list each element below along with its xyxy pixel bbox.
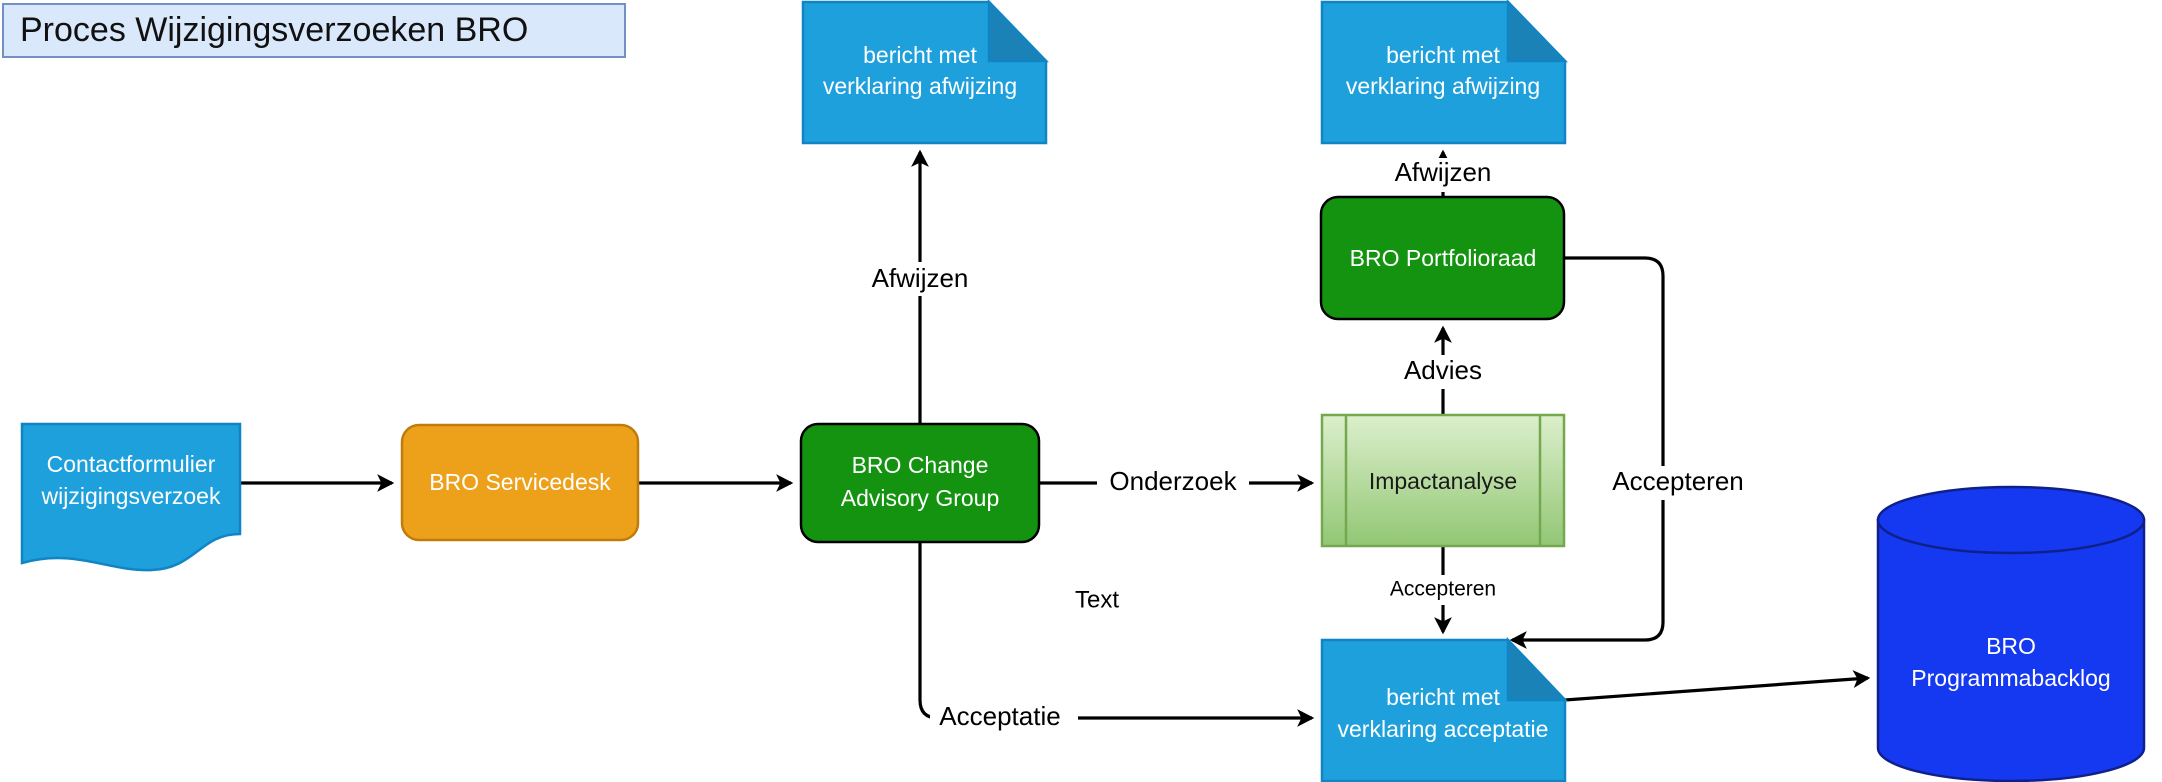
edge-label-accepteren-impactanalyse: Accepteren	[1390, 578, 1496, 601]
node-label-contactformulier-line2: wijzigingsverzoek	[41, 483, 221, 509]
node-label-cag-line2: Advisory Group	[841, 485, 1000, 511]
node-portfolioraad[interactable]: BRO Portfolioraad	[1319, 195, 1566, 321]
edge-portfolioraad-to-acceptatie: Accepteren	[1509, 256, 1760, 649]
edge-impactanalyse-to-portfolioraad: Advies	[1392, 325, 1494, 415]
node-bericht-afwijzing-portfolioraad[interactable]: bericht met verklaring afwijzing	[1320, 0, 1568, 145]
node-label-acceptatie-line2: verklaring acceptatie	[1338, 716, 1549, 742]
stray-text-label: Text	[1075, 586, 1119, 613]
node-servicedesk[interactable]: BRO Servicedesk	[400, 423, 640, 542]
node-label-portfolioraad: BRO Portfolioraad	[1350, 245, 1537, 271]
free-label-stray-text[interactable]: Text	[1075, 586, 1119, 613]
node-label-afwijzing-portfolioraad-line1: bericht met	[1386, 42, 1500, 68]
node-contactformulier[interactable]: Contactformulier wijzigingsverzoek	[20, 422, 242, 572]
edge-acceptatie-to-backlog	[1564, 670, 1871, 702]
node-label-cag-line1: BRO Change	[852, 452, 989, 478]
node-change-advisory-group[interactable]: BRO Change Advisory Group	[799, 422, 1041, 544]
page-title: Proces Wijzigingsverzoeken BRO	[20, 11, 529, 49]
edge-label-advies: Advies	[1404, 355, 1482, 385]
edge-label-accepteren-portfolioraad: Accepteren	[1612, 466, 1744, 496]
edge-label-onderzoek: Onderzoek	[1109, 466, 1237, 496]
node-bericht-acceptatie[interactable]: bericht met verklaring acceptatie	[1320, 636, 1568, 782]
node-bericht-afwijzing-cag[interactable]: bericht met verklaring afwijzing	[801, 0, 1049, 145]
edge-label-afwijzen-portfolioraad: Afwijzen	[1395, 157, 1492, 187]
node-label-backlog-line2: Programmabacklog	[1911, 665, 2110, 691]
edge-label-afwijzen-cag: Afwijzen	[872, 263, 969, 293]
node-label-servicedesk: BRO Servicedesk	[429, 469, 611, 495]
node-impactanalyse[interactable]: Impactanalyse	[1320, 413, 1566, 548]
node-label-acceptatie-line1: bericht met	[1386, 684, 1500, 710]
edge-impactanalyse-to-acceptatie: Accepteren	[1378, 546, 1510, 635]
node-label-contactformulier-line1: Contactformulier	[47, 451, 216, 477]
node-label-afwijzing-cag-line2: verklaring afwijzing	[823, 73, 1017, 99]
node-programmabacklog[interactable]: BRO Programmabacklog	[1876, 485, 2146, 782]
node-label-afwijzing-portfolioraad-line2: verklaring afwijzing	[1346, 73, 1540, 99]
edge-cag-to-impactanalyse: Onderzoek	[1039, 466, 1315, 500]
edge-cag-to-acceptatie: Acceptatie	[918, 542, 1315, 735]
node-label-impactanalyse: Impactanalyse	[1369, 468, 1517, 494]
node-label-backlog-line1: BRO	[1986, 633, 2036, 659]
edge-cag-to-afwijzing: Afwijzen	[860, 149, 982, 424]
edge-label-acceptatie: Acceptatie	[939, 701, 1060, 731]
node-label-afwijzing-cag-line1: bericht met	[863, 42, 977, 68]
edge-portfolioraad-to-afwijzing: Afwijzen	[1383, 149, 1505, 197]
diagram-title-box: Proces Wijzigingsverzoeken BRO	[2, 3, 626, 58]
